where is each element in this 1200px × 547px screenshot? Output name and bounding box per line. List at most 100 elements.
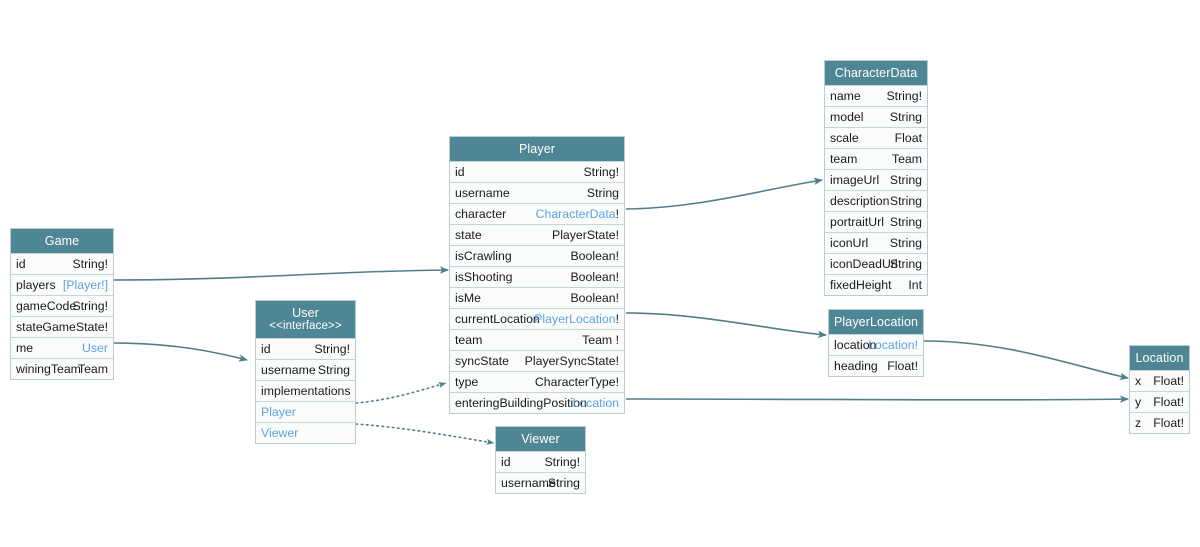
table-row[interactable]: winingTeam Team bbox=[11, 358, 113, 379]
field-name: id bbox=[455, 165, 465, 179]
field-type: String! bbox=[544, 455, 580, 469]
field-name: portraitUrl bbox=[830, 215, 884, 229]
table-row[interactable]: syncState PlayerSyncState! bbox=[450, 350, 624, 371]
entity-game[interactable]: Game id String! players [Player!] gameCo… bbox=[10, 228, 114, 380]
table-row[interactable]: state GameState! bbox=[11, 316, 113, 337]
field-name: state bbox=[455, 228, 482, 242]
implementation-link[interactable]: Viewer bbox=[261, 426, 299, 440]
field-name: isCrawling bbox=[455, 249, 512, 263]
field-type: Float! bbox=[1153, 395, 1184, 409]
edge-user-implements-player bbox=[355, 382, 447, 404]
entity-playerlocation[interactable]: PlayerLocation location Location! headin… bbox=[828, 309, 924, 377]
field-type: Team bbox=[891, 152, 922, 166]
field-type-link[interactable]: [Player!] bbox=[62, 278, 108, 292]
table-row[interactable]: portraitUrl String bbox=[825, 211, 927, 232]
entity-viewer[interactable]: Viewer id String! username String bbox=[495, 426, 586, 494]
field-name: heading bbox=[834, 359, 878, 373]
field-name: enteringBuildingPosition bbox=[455, 396, 587, 410]
table-row[interactable]: character CharacterData! bbox=[450, 203, 624, 224]
field-name: iconUrl bbox=[830, 236, 869, 250]
table-row[interactable]: imageUrl String bbox=[825, 169, 927, 190]
table-row[interactable]: x Float! bbox=[1130, 370, 1189, 391]
field-type: Team ! bbox=[582, 333, 619, 347]
implementation-item[interactable]: Viewer bbox=[256, 422, 355, 443]
table-row[interactable]: isCrawling Boolean! bbox=[450, 245, 624, 266]
table-row[interactable]: iconUrl String bbox=[825, 232, 927, 253]
entity-user[interactable]: User <<interface>> id String! username S… bbox=[255, 300, 356, 444]
table-row[interactable]: isMe Boolean! bbox=[450, 287, 624, 308]
field-type-link-bang[interactable]: CharacterData! bbox=[536, 204, 619, 224]
table-row[interactable]: model String bbox=[825, 106, 927, 127]
table-row[interactable]: fixedHeight Int bbox=[825, 274, 927, 295]
field-name: scale bbox=[830, 131, 859, 145]
field-type: Boolean! bbox=[570, 291, 619, 305]
table-row[interactable]: team Team bbox=[825, 148, 927, 169]
table-row[interactable]: scale Float bbox=[825, 127, 927, 148]
field-type: String! bbox=[314, 342, 350, 356]
field-type: Float! bbox=[1153, 416, 1184, 430]
field-name: gameCode bbox=[16, 299, 77, 313]
field-type-link[interactable]: CharacterData bbox=[535, 207, 616, 221]
field-type-link[interactable]: PlayerLocation bbox=[534, 312, 616, 326]
entity-player[interactable]: Player id String! username String charac… bbox=[449, 136, 625, 414]
entity-location[interactable]: Location x Float! y Float! z Float! bbox=[1129, 345, 1190, 434]
table-row[interactable]: type CharacterType! bbox=[450, 371, 624, 392]
entity-playerlocation-title: PlayerLocation bbox=[829, 310, 923, 334]
entity-location-title: Location bbox=[1130, 346, 1189, 370]
entity-game-title: Game bbox=[11, 229, 113, 253]
field-name: username bbox=[455, 186, 510, 200]
implementations-label-row: implementations bbox=[256, 380, 355, 401]
table-row[interactable]: username String bbox=[496, 472, 585, 493]
field-type: String bbox=[889, 215, 922, 229]
table-row[interactable]: me User bbox=[11, 337, 113, 358]
field-name: location bbox=[834, 338, 877, 352]
entity-user-title: User <<interface>> bbox=[256, 301, 355, 338]
table-row[interactable]: team Team ! bbox=[450, 329, 624, 350]
field-type: String bbox=[586, 186, 619, 200]
field-name: id bbox=[261, 342, 271, 356]
field-type: Float bbox=[894, 131, 922, 145]
table-row[interactable]: id String! bbox=[11, 253, 113, 274]
field-name: character bbox=[455, 207, 507, 221]
table-row[interactable]: description String bbox=[825, 190, 927, 211]
table-row[interactable]: location Location! bbox=[829, 334, 923, 355]
implementations-label: implementations bbox=[261, 384, 351, 398]
table-row[interactable]: currentLocation PlayerLocation! bbox=[450, 308, 624, 329]
entity-viewer-title: Viewer bbox=[496, 427, 585, 451]
field-name: state bbox=[16, 320, 43, 334]
table-row[interactable]: isShooting Boolean! bbox=[450, 266, 624, 287]
field-type-link[interactable]: Location! bbox=[868, 338, 918, 352]
entity-user-name: User bbox=[292, 306, 319, 320]
field-name: team bbox=[830, 152, 858, 166]
field-type: PlayerSyncState! bbox=[524, 354, 619, 368]
field-type: Int bbox=[908, 278, 922, 292]
table-row[interactable]: id String! bbox=[496, 451, 585, 472]
field-name: x bbox=[1135, 374, 1142, 388]
table-row[interactable]: z Float! bbox=[1130, 412, 1189, 433]
table-row[interactable]: state PlayerState! bbox=[450, 224, 624, 245]
field-type: String! bbox=[72, 257, 108, 271]
table-row[interactable]: enteringBuildingPosition Location bbox=[450, 392, 624, 413]
field-name: type bbox=[455, 375, 479, 389]
table-row[interactable]: players [Player!] bbox=[11, 274, 113, 295]
field-type-link[interactable]: User bbox=[82, 341, 108, 355]
field-name: isShooting bbox=[455, 270, 513, 284]
table-row[interactable]: name String! bbox=[825, 85, 927, 106]
implementation-link[interactable]: Player bbox=[261, 405, 296, 419]
edge-player-currentlocation-to-playerlocation bbox=[625, 312, 827, 338]
implementation-item[interactable]: Player bbox=[256, 401, 355, 422]
table-row[interactable]: username String bbox=[450, 182, 624, 203]
table-row[interactable]: gameCode String! bbox=[11, 295, 113, 316]
entity-characterdata[interactable]: CharacterData name String! model String … bbox=[824, 60, 928, 296]
table-row[interactable]: iconDeadUrl String bbox=[825, 253, 927, 274]
field-type-link[interactable]: Location bbox=[572, 396, 620, 410]
field-name: id bbox=[16, 257, 26, 271]
table-row[interactable]: username String bbox=[256, 359, 355, 380]
table-row[interactable]: heading Float! bbox=[829, 355, 923, 376]
field-name: isMe bbox=[455, 291, 481, 305]
non-null-marker: ! bbox=[615, 207, 619, 221]
table-row[interactable]: y Float! bbox=[1130, 391, 1189, 412]
table-row[interactable]: id String! bbox=[450, 161, 624, 182]
field-type-link-bang[interactable]: PlayerLocation! bbox=[534, 309, 619, 329]
table-row[interactable]: id String! bbox=[256, 338, 355, 359]
